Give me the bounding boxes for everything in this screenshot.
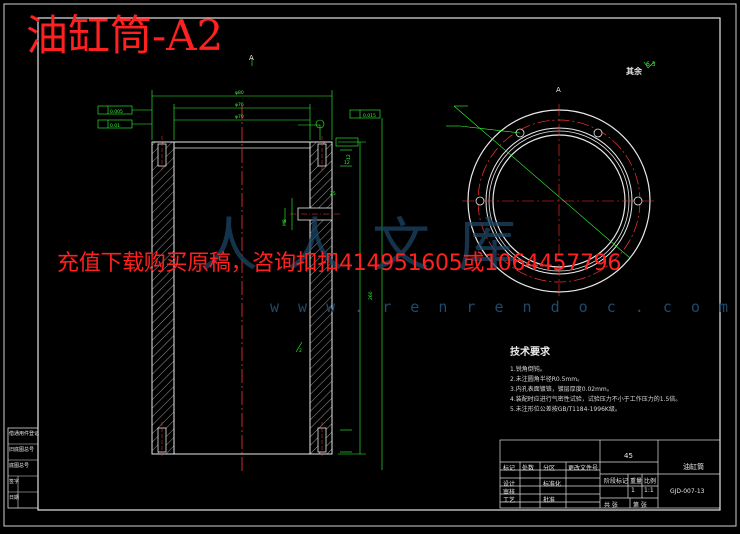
tech-note-5: 5.未注形位公差按GB/T1184-1996K级。 [510,406,621,413]
drawing-title: 油缸筒-A2 [26,11,224,60]
tech-note-4: 4.装配时应进行气密性试验，试验压力不小于工作压力的1.5倍。 [510,396,682,403]
strip-label-2: 旧底图总号 [9,447,35,453]
tb-label-weight: 重量 [630,478,643,485]
strip-label-3: 底图总号 [9,463,30,469]
section-mark-side: A [556,86,561,94]
svg-text:M8: M8 [282,219,288,226]
tech-note-1: 1.锐角倒钝。 [510,366,546,373]
tb-label-total-sheets: 共 张 [604,502,618,509]
tech-note-3: 3.内孔表面镀铬，镀层厚度0.02mm。 [510,386,613,393]
drawing-number: GJD-007-13 [670,488,705,495]
roughness-value: 6.3 [646,61,656,68]
material: 45 [624,452,633,460]
tb-label-standard: 标准化 [543,481,562,488]
svg-text:25: 25 [330,191,336,197]
tech-note-2: 2.未注圆角半径R0.5mm。 [510,376,584,383]
svg-text:2: 2 [299,348,302,354]
roughness-other-label: 其余 [626,67,642,76]
title-block [499,439,721,509]
tb-label-sheet-no: 第 张 [633,502,647,509]
promo-banner: 充值下载购买原稿，咨询扣扣414951605或1064457796 [57,251,622,276]
tb-label-count: 处数 [522,465,535,472]
svg-text:φ76: φ76 [235,102,244,108]
strip-label-4: 签字 [9,479,20,485]
tb-label-mark: 标记 [503,465,516,472]
strip-label-5: 日期 [9,495,20,501]
section-mark-front: A [249,54,254,62]
outer-border [3,3,737,527]
tb-label-design: 设计 [503,481,516,488]
front-view-section [151,105,340,472]
tech-requirements-title: 技术要求 [510,347,550,358]
tb-label-process: 工艺 [503,497,516,504]
svg-text:φ70: φ70 [235,114,244,120]
svg-text:260: 260 [368,291,374,300]
tb-label-approve: 批准 [543,497,556,504]
tb-label-change-doc: 更改文件号 [568,465,599,472]
quantity-value: 1 [631,487,635,494]
svg-text:φ80: φ80 [235,90,244,96]
tb-label-stage: 阶段标记 [604,478,629,485]
watermark-logo-text: 人人文库 [200,211,545,279]
side-view [446,61,656,298]
tb-label-scale: 比例 [644,478,657,485]
svg-text:12: 12 [346,154,352,160]
inner-border [37,17,721,511]
svg-text:12: 12 [344,160,350,166]
part-name: 油缸筒 [683,463,704,471]
front-view-small-texts: φ80 φ76 φ70 0.005 0.01 0.015 260 12 M8 2… [110,90,376,354]
svg-text:0.005: 0.005 [110,109,123,115]
tb-label-zone: 分区 [543,465,556,472]
strip-label-1: 借通用件登记 [9,431,40,437]
tb-label-review: 审核 [503,489,516,496]
svg-text:0.015: 0.015 [363,113,376,119]
front-view-dimensions [97,58,383,470]
watermark-url-text: w w w . r e n r e n d o c . c o m [270,298,734,316]
scale-value: 1:1 [644,487,654,494]
svg-text:0.01: 0.01 [110,123,120,129]
left-strip-table [7,427,39,509]
